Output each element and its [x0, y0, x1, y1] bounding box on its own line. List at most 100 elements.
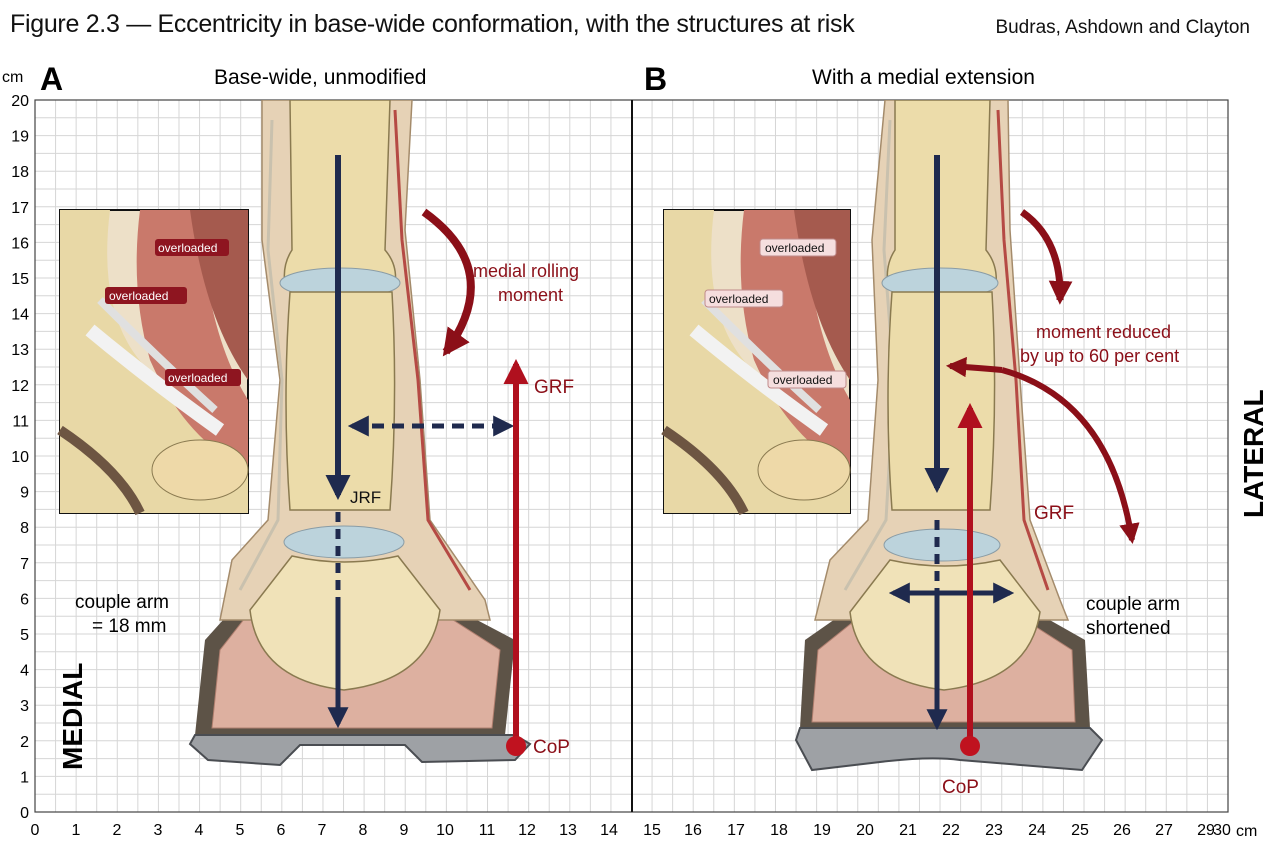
lateral-side-label: LATERAL: [1238, 389, 1264, 518]
grf-label-b: GRF: [1034, 503, 1074, 524]
x-tick-label: 10: [436, 822, 454, 839]
couple-arm-label-b-1: couple arm: [1086, 594, 1180, 615]
rolling-moment-label-1: medial rolling: [473, 261, 579, 281]
y-tick-label: 1: [20, 769, 29, 786]
pastern-cartilage: [283, 525, 405, 559]
y-tick-label: 18: [11, 164, 29, 181]
panel-a: [57, 100, 532, 767]
panel-b-heading: With a medial extension: [812, 66, 1035, 89]
x-tick-label: 12: [518, 822, 536, 839]
y-tick-label: 12: [11, 378, 29, 395]
cop-label-b: CoP: [942, 777, 979, 798]
x-tick-label: 26: [1113, 822, 1131, 839]
inset-b-tag-3: overloaded: [773, 373, 832, 387]
figure-credit: Budras, Ashdown and Clayton: [995, 17, 1250, 38]
x-tick-label: 2: [113, 822, 122, 839]
panel-a-heading: Base-wide, unmodified: [214, 66, 426, 89]
x-tick-label: 18: [770, 822, 788, 839]
x-tick-label: 4: [195, 822, 204, 839]
middle-phalanx-b: [887, 291, 996, 511]
y-tick-label: 11: [12, 413, 29, 430]
x-tick-label: 22: [942, 822, 960, 839]
y-tick-label: 7: [20, 556, 29, 573]
y-tick-label: 8: [20, 520, 29, 537]
y-tick-label: 20: [11, 93, 29, 110]
moment-reduced-label-2: by up to 60 per cent: [1020, 346, 1179, 366]
figure-title: Figure 2.3 — Eccentricity in base-wide c…: [10, 10, 855, 38]
inset-a-tag-2: overloaded: [109, 289, 168, 303]
x-tick-label: 7: [318, 822, 327, 839]
y-tick-label: 14: [11, 307, 29, 324]
x-tick-label: 21: [899, 822, 917, 839]
horseshoe: [188, 734, 532, 767]
x-tick-label: 17: [727, 822, 745, 839]
reduced-moment-arrow: [1019, 209, 1073, 305]
x-tick-label: 6: [277, 822, 286, 839]
y-tick-label: 5: [20, 627, 29, 644]
medial-side-label: MEDIAL: [57, 663, 88, 770]
collateral-ligament: [238, 119, 284, 591]
x-tick-label: 9: [400, 822, 409, 839]
panel-a-letter: A: [40, 61, 63, 97]
panel-b-letter: B: [644, 61, 667, 97]
x-tick-label: 5: [236, 822, 245, 839]
x-tick-label: 13: [559, 822, 577, 839]
y-tick-label: 3: [20, 698, 29, 715]
y-tick-label: 6: [20, 591, 29, 608]
inset-a-tag-3: overloaded: [168, 371, 227, 385]
panel-b: [661, 100, 1140, 772]
x-unit-label: cm: [1236, 823, 1257, 840]
rolling-moment-label-2: moment: [498, 285, 563, 305]
moment-arc-upper: [945, 356, 1003, 378]
x-tick-label: 0: [31, 822, 40, 839]
extensor-tendon: [393, 109, 472, 591]
y-tick-label: 16: [11, 235, 29, 252]
pastern-cartilage-b: [883, 528, 1001, 562]
y-tick-label: 2: [20, 734, 29, 751]
x-tick-label: 15: [643, 822, 661, 839]
y-tick-label: 0: [20, 805, 29, 822]
moment-arc-lower: [1001, 367, 1140, 545]
inset-b-tag-2: overloaded: [709, 292, 768, 306]
x-tick-label: 19: [813, 822, 831, 839]
y-tick-label: 10: [11, 449, 29, 466]
x-tick-label: 3: [154, 822, 163, 839]
x-tick-label: 1: [72, 822, 81, 839]
x-tick-label: 8: [359, 822, 368, 839]
x-tick-label: 23: [985, 822, 1003, 839]
distal-phalanx: [249, 555, 441, 691]
inset-a-tag-1: overloaded: [158, 241, 217, 255]
inset-b-tag-1: overloaded: [765, 241, 824, 255]
x-tick-label: 11: [479, 822, 496, 839]
moment-reduced-label-1: moment reduced: [1036, 322, 1171, 342]
grf-label-a: GRF: [534, 377, 574, 398]
proximal-phalanx-b: [886, 100, 998, 286]
x-tick-label: 30: [1213, 822, 1231, 839]
cop-label-a: CoP: [533, 737, 570, 758]
cop-point-b: [960, 736, 980, 756]
x-tick-label: 29: [1197, 822, 1215, 839]
x-tick-label: 25: [1071, 822, 1089, 839]
rolling-moment-arrow: [421, 208, 475, 357]
cop-point: [506, 736, 526, 756]
couple-arm-label-b-2: shortened: [1086, 618, 1171, 639]
couple-arm-label-a-2: = 18 mm: [92, 616, 166, 637]
inset-b: [661, 209, 851, 516]
couple-arm-label-a-1: couple arm: [75, 592, 169, 613]
x-tick-label: 14: [600, 822, 618, 839]
y-tick-label: 4: [20, 663, 29, 680]
y-tick-label: 13: [11, 342, 29, 359]
x-tick-label: 20: [856, 822, 874, 839]
y-tick-label: 19: [11, 129, 29, 146]
y-tick-label: 9: [20, 485, 29, 502]
y-unit-label: cm: [2, 69, 23, 86]
y-tick-label: 17: [11, 200, 29, 217]
y-tick-label: 15: [11, 271, 29, 288]
jrf-label: JRF: [350, 488, 381, 507]
x-tick-label: 16: [684, 822, 702, 839]
extensor-tendon-b: [996, 109, 1050, 591]
